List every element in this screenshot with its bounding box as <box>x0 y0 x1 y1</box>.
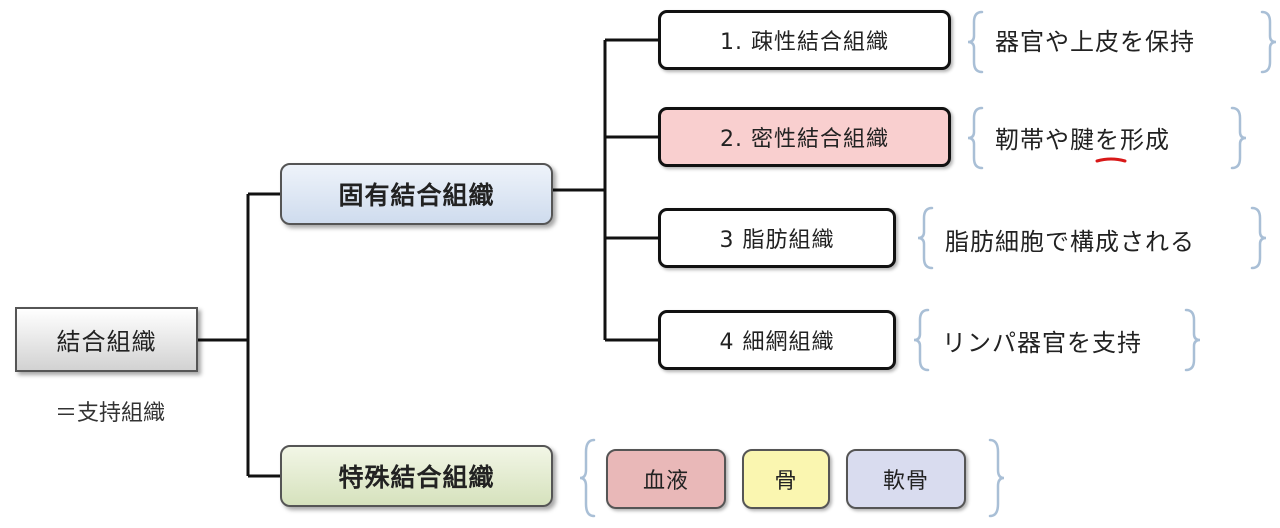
root-label: 結合組織 <box>56 328 157 356</box>
item-label-cartilage: 軟骨 <box>882 469 929 494</box>
leaf-label-dense: 2. 密性結合組織 <box>720 127 889 152</box>
description-reticular: リンパ器官を支持 <box>942 329 1142 357</box>
category-label-special: 特殊結合組織 <box>338 463 495 492</box>
root-note: ＝支持組織 <box>55 401 166 426</box>
category-box-special: 特殊結合組織 <box>280 445 553 507</box>
leaf-label-adipose: 3 脂肪組織 <box>719 228 835 253</box>
annotation-underline <box>1095 157 1127 163</box>
leaf-box-adipose: 3 脂肪組織 <box>658 208 896 268</box>
item-chip-blood: 血液 <box>606 449 726 509</box>
description-dense: 靭帯や腱を形成 <box>995 126 1170 154</box>
category-box-proper: 固有結合組織 <box>280 163 553 225</box>
leaf-label-loose: 1. 疎性結合組織 <box>720 30 889 55</box>
description-adipose: 脂肪細胞で構成される <box>945 228 1195 256</box>
item-label-blood: 血液 <box>642 469 689 494</box>
leaf-box-dense: 2. 密性結合組織 <box>658 107 951 167</box>
item-label-bone: 骨 <box>774 469 798 494</box>
leaf-box-reticular: 4 細網組織 <box>658 310 896 370</box>
item-chip-cartilage: 軟骨 <box>846 449 966 509</box>
description-loose: 器官や上皮を保持 <box>995 28 1195 56</box>
root-box-connective-tissue: 結合組織 <box>15 307 198 372</box>
category-label-proper: 固有結合組織 <box>338 181 495 210</box>
item-chip-bone: 骨 <box>742 449 830 509</box>
leaf-box-loose: 1. 疎性結合組織 <box>658 10 951 70</box>
leaf-label-reticular: 4 細網組織 <box>719 330 835 355</box>
